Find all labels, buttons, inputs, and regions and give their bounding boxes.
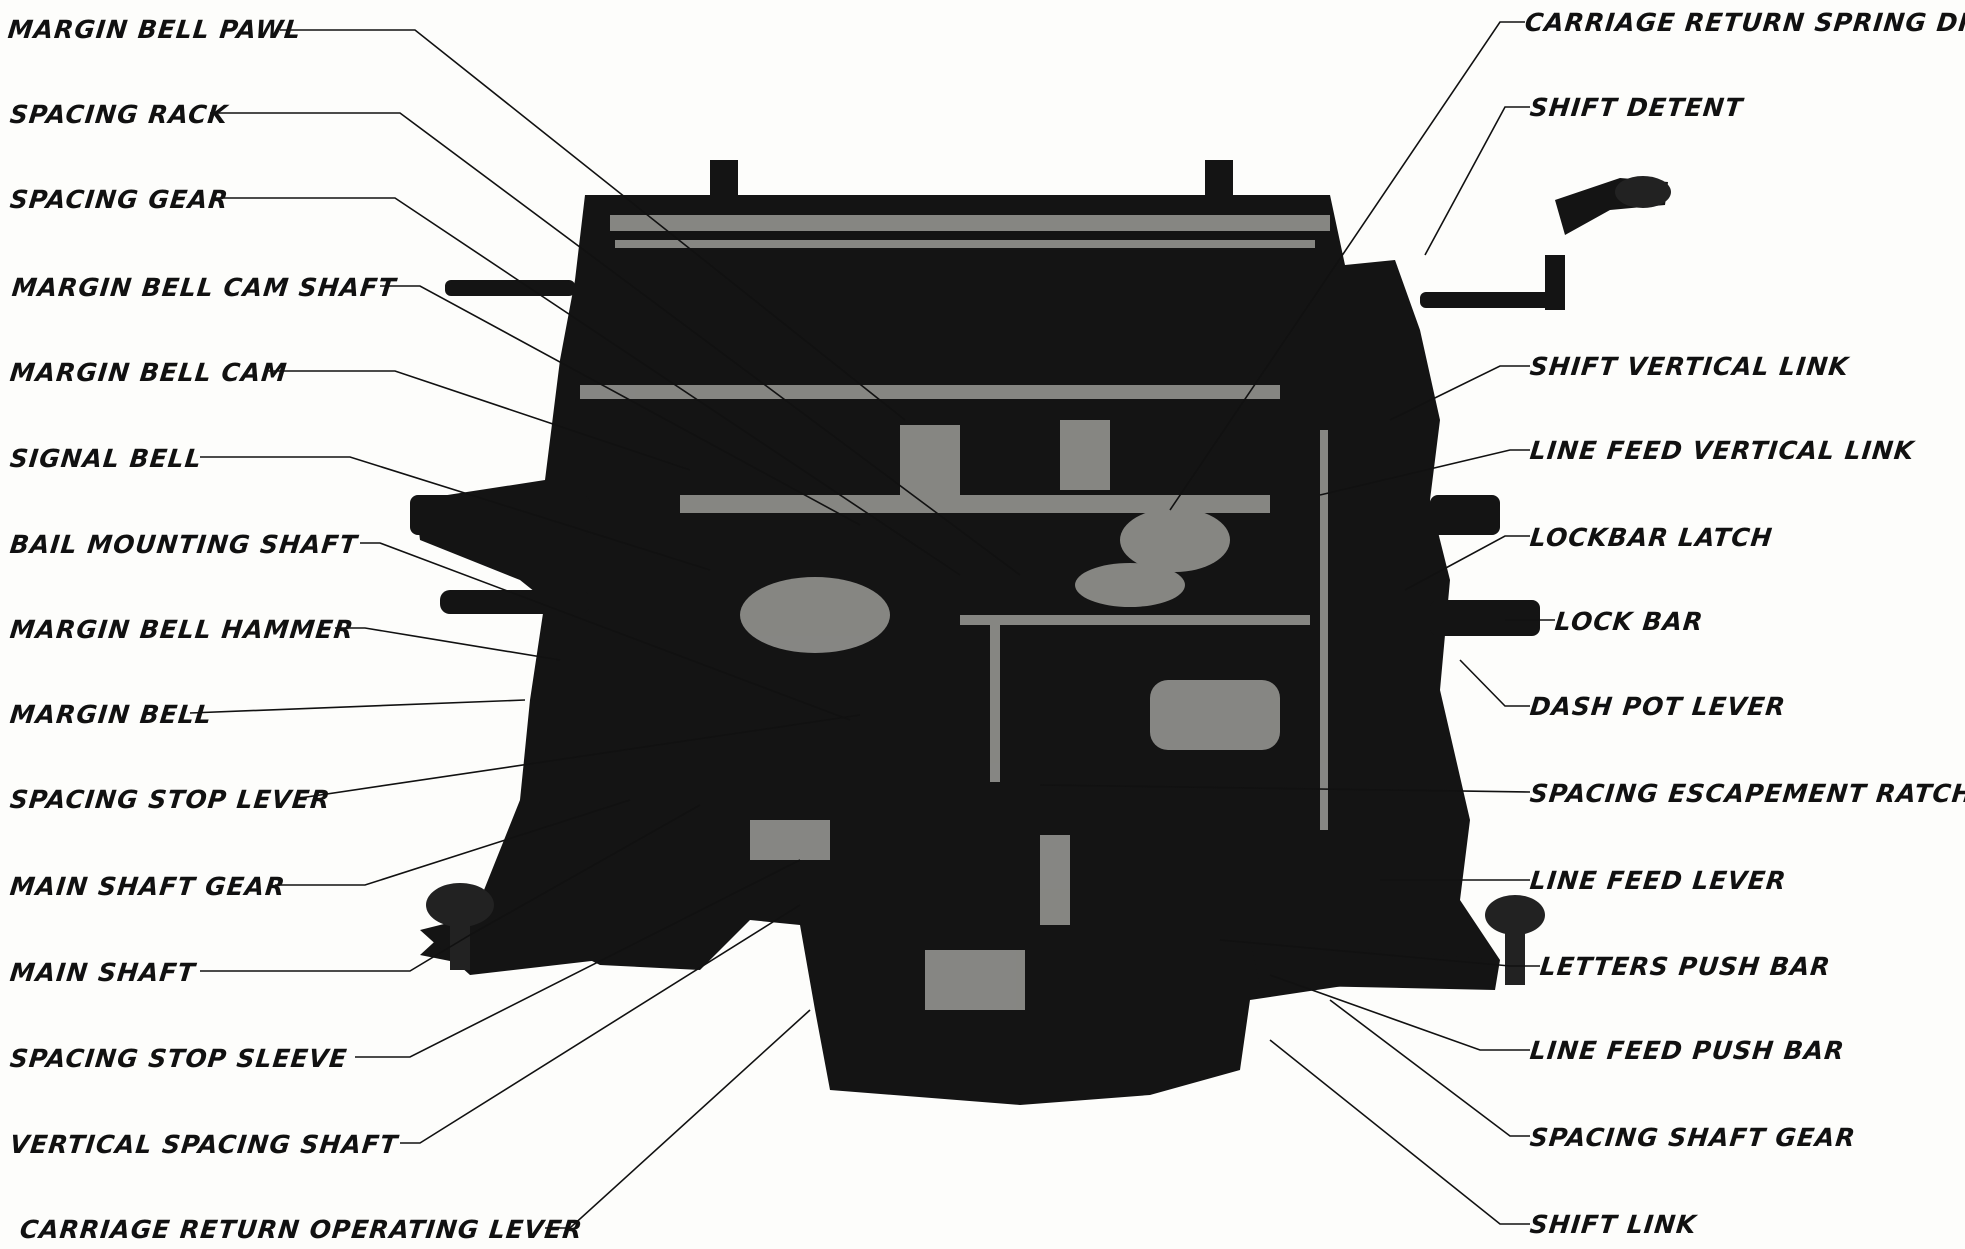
leader-margin-bell-pawl	[280, 29, 906, 421]
leader-spacing-shaft-gear	[1329, 999, 1530, 1137]
label-margin-bell-cam-shaft: MARGIN BELL CAM SHAFT	[10, 273, 398, 302]
label-shift-link: SHIFT LINK	[1528, 1210, 1699, 1239]
label-margin-bell-hammer: MARGIN BELL HAMMER	[8, 615, 356, 644]
label-vertical-spacing-shaft: VERTICAL SPACING SHAFT	[8, 1130, 400, 1159]
leader-shift-link	[1269, 1039, 1530, 1225]
label-main-shaft: MAIN SHAFT	[8, 958, 198, 987]
leader-spacing-gear	[215, 197, 961, 576]
leader-spacing-rack	[210, 112, 1021, 576]
leader-letters-push-bar	[1219, 939, 1540, 967]
label-shift-detent: SHIFT DETENT	[1528, 93, 1745, 122]
leader-margin-bell-hammer	[335, 627, 561, 661]
leader-margin-bell-cam-shaft	[380, 285, 861, 526]
leader-spacing-escapement-ratchet	[1039, 784, 1531, 793]
machine-knobs	[426, 176, 1671, 985]
leader-main-shaft	[200, 804, 701, 972]
leader-signal-bell	[200, 456, 711, 571]
label-spacing-stop-sleeve: SPACING STOP SLEEVE	[8, 1044, 349, 1073]
leader-main-shaft-gear	[275, 799, 631, 886]
label-carriage-return-spring-drum: CARRIAGE RETURN SPRING DRUM	[1523, 8, 1965, 37]
leader-dash-pot-lever	[1459, 659, 1530, 707]
label-line-feed-lever: LINE FEED LEVER	[1528, 866, 1788, 895]
label-spacing-shaft-gear: SPACING SHAFT GEAR	[1528, 1123, 1858, 1152]
label-dash-pot-lever: DASH POT LEVER	[1528, 692, 1788, 721]
leader-shift-detent	[1424, 106, 1530, 256]
label-carriage-return-operating-lever: CARRIAGE RETURN OPERATING LEVER	[18, 1215, 585, 1244]
leader-carriage-return-operating-lever	[545, 1009, 811, 1229]
leader-carriage-return-spring-drum	[1169, 21, 1525, 511]
label-margin-bell-pawl: MARGIN BELL PAWL	[6, 15, 303, 44]
leader-lockbar-latch	[1404, 535, 1530, 591]
label-margin-bell-cam: MARGIN BELL CAM	[8, 358, 289, 387]
label-line-feed-push-bar: LINE FEED PUSH BAR	[1528, 1036, 1847, 1065]
label-bail-mounting-shaft: BAIL MOUNTING SHAFT	[8, 530, 360, 559]
leader-spacing-stop-sleeve	[355, 859, 801, 1058]
label-letters-push-bar: LETTERS PUSH BAR	[1538, 952, 1833, 981]
leader-vertical-spacing-shaft	[400, 904, 801, 1144]
label-signal-bell: SIGNAL BELL	[8, 444, 204, 473]
label-spacing-gear: SPACING GEAR	[8, 185, 231, 214]
label-main-shaft-gear: MAIN SHAFT GEAR	[8, 872, 288, 901]
label-spacing-rack: SPACING RACK	[8, 100, 230, 129]
label-lockbar-latch: LOCKBAR LATCH	[1528, 523, 1775, 552]
leader-line-feed-push-bar	[1269, 974, 1530, 1051]
label-shift-vertical-link: SHIFT VERTICAL LINK	[1528, 352, 1851, 381]
leader-margin-bell-cam	[265, 370, 691, 471]
label-spacing-stop-lever: SPACING STOP LEVER	[8, 785, 333, 814]
label-lock-bar: LOCK BAR	[1553, 607, 1705, 636]
label-margin-bell: MARGIN BELL	[8, 700, 214, 729]
leader-bail-mounting-shaft	[360, 542, 851, 721]
leader-margin-bell	[189, 699, 526, 714]
label-spacing-escapement-ratchet: SPACING ESCAPEMENT RATCHET	[1528, 779, 1965, 808]
label-line-feed-vertical-link: LINE FEED VERTICAL LINK	[1528, 436, 1916, 465]
leader-line-feed-vertical-link	[1319, 449, 1530, 496]
leader-spacing-stop-lever	[299, 714, 861, 799]
machine-highlights	[580, 215, 1330, 1010]
leader-shift-vertical-link	[1389, 365, 1530, 421]
